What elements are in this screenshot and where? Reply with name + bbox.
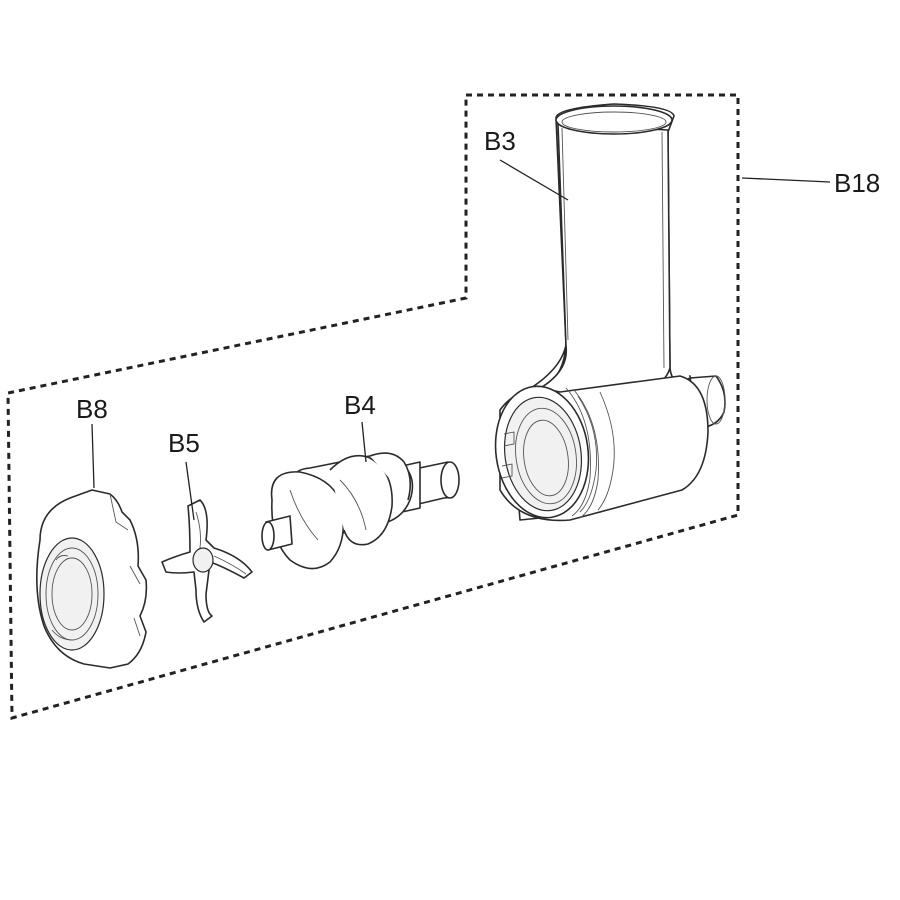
leader-b5 [185,461,195,521]
housing-b3 [494,103,726,522]
label-b5: B5 [168,428,200,458]
blade-b5 [161,499,253,623]
label-b8: B8 [76,394,108,424]
label-b4: B4 [344,390,376,420]
auger-b4 [261,452,460,570]
leader-b8 [91,423,95,489]
label-b3: B3 [484,126,516,156]
leader-b18 [741,177,831,183]
leader-b4 [361,421,367,463]
label-b18: B18 [834,168,880,198]
assembly-boundary [6,93,740,720]
ring-nut-b8 [36,489,148,669]
leader-b3 [499,159,569,201]
